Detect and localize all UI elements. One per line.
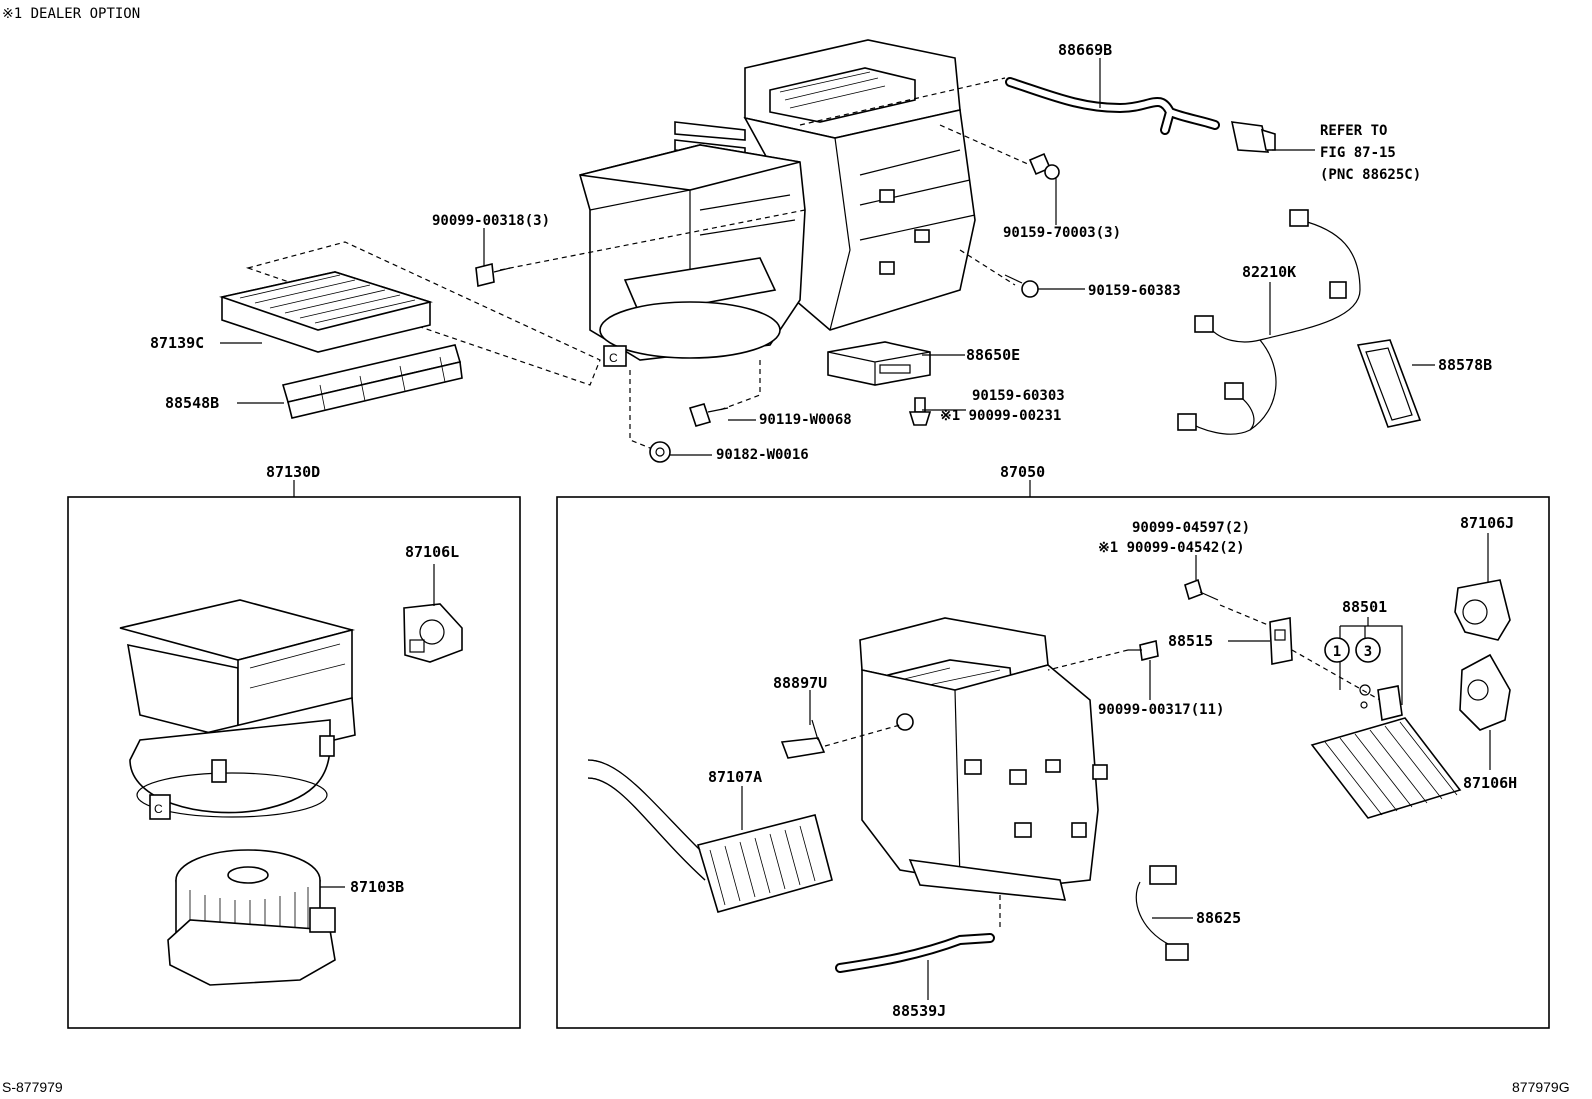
part-label-90099-04542: ※1 90099-04542(2) xyxy=(1098,540,1245,556)
part-label-88625: 88625 xyxy=(1196,909,1241,927)
part-label-88669B: 88669B xyxy=(1058,41,1112,59)
part-label-88578B: 88578B xyxy=(1438,356,1492,374)
part-label-88539J: 88539J xyxy=(892,1002,946,1020)
part-label-88501: 88501 xyxy=(1342,598,1387,616)
part-label-90159-70003: 90159-70003(3) xyxy=(1003,225,1121,241)
part-label-87106J: 87106J xyxy=(1460,514,1514,532)
nut-guide-line xyxy=(629,370,656,451)
packing-icon xyxy=(1356,339,1422,428)
screw-icon xyxy=(1028,152,1060,180)
screw-guide-line xyxy=(959,249,1016,286)
bolt-icon xyxy=(688,403,729,427)
wire-harness-icon xyxy=(1177,209,1361,435)
screw-guide-line xyxy=(939,124,1031,166)
part-label-88897U: 88897U xyxy=(773,674,827,692)
right-group-box xyxy=(556,496,1550,1029)
thermistor-icon xyxy=(780,719,826,759)
screw-guide-line xyxy=(499,209,806,271)
bolt-icon xyxy=(1004,274,1039,298)
part-label-90159-60383: 90159-60383 xyxy=(1088,283,1181,299)
screw-icon xyxy=(475,263,511,287)
harness-guide-line xyxy=(799,77,1006,126)
filter-cover-icon xyxy=(281,344,463,419)
expansion-valve-icon xyxy=(1269,617,1293,665)
part-label-87103B: 87103B xyxy=(350,878,404,896)
refer-line-3: (PNC 88625C) xyxy=(1320,167,1421,183)
callout-circle-1: 1 xyxy=(1324,637,1350,663)
cabin-filter-icon xyxy=(219,271,433,353)
refer-line-1: REFER TO xyxy=(1320,123,1387,139)
part-label-90099-04597: 90099-04597(2) xyxy=(1132,520,1250,536)
part-label-87106H: 87106H xyxy=(1463,774,1517,792)
svg-text:C: C xyxy=(154,802,163,816)
part-label-88548B: 88548B xyxy=(165,394,219,412)
figure-code-left: S-877979 xyxy=(2,1079,63,1095)
part-label-90099-00231: ※1 90099-00231 xyxy=(940,408,1061,424)
nut-icon xyxy=(649,441,671,463)
part-label-87139C: 87139C xyxy=(150,334,204,352)
part-label-87106L: 87106L xyxy=(405,543,459,561)
group-label-87050: 87050 xyxy=(1000,463,1045,481)
part-label-90182-W0016: 90182-W0016 xyxy=(716,447,809,463)
part-label-90119-W0068: 90119-W0068 xyxy=(759,412,852,428)
blower-motor-icon xyxy=(167,849,336,986)
connector-icon xyxy=(1135,865,1189,961)
screw-icon xyxy=(1128,640,1159,661)
dealer-option-note: ※1 DEALER OPTION xyxy=(2,6,140,22)
part-label-88515: 88515 xyxy=(1168,632,1213,650)
part-label-90099-00317: 90099-00317(11) xyxy=(1098,702,1224,718)
callout-circle-3: 3 xyxy=(1355,637,1381,663)
hvac-assembly-icon: C xyxy=(579,39,976,367)
svg-text:3: 3 xyxy=(1364,644,1372,660)
servo-motor-icon xyxy=(1454,579,1511,641)
heater-unit-icon xyxy=(859,617,1108,901)
amplifier-icon xyxy=(827,341,931,386)
evaporator-icon xyxy=(1310,685,1462,819)
part-label-87107A: 87107A xyxy=(708,768,762,786)
refer-line-2: FIG 87-15 xyxy=(1320,145,1396,161)
part-label-82210K: 82210K xyxy=(1242,263,1296,281)
screw-icon xyxy=(908,397,932,426)
wire-harness-icon xyxy=(1005,77,1276,153)
filter-guide-line xyxy=(245,241,601,386)
part-label-90159-60303: 90159-60303 xyxy=(972,388,1065,404)
figure-code-right: 877979G xyxy=(1512,1079,1570,1095)
bolt-icon xyxy=(1184,578,1219,601)
bolt-guide-line xyxy=(719,360,761,411)
svg-text:1: 1 xyxy=(1333,644,1341,660)
hose-icon xyxy=(835,933,995,973)
group-label-87130D: 87130D xyxy=(266,463,320,481)
part-label-90099-00318: 90099-00318(3) xyxy=(432,213,550,229)
servo-motor-icon xyxy=(403,603,463,663)
servo-motor-icon xyxy=(1459,653,1511,731)
svg-text:C: C xyxy=(609,351,618,365)
blower-unit-icon: C xyxy=(119,599,356,820)
part-label-88650E: 88650E xyxy=(966,346,1020,364)
heater-core-icon xyxy=(587,759,833,913)
